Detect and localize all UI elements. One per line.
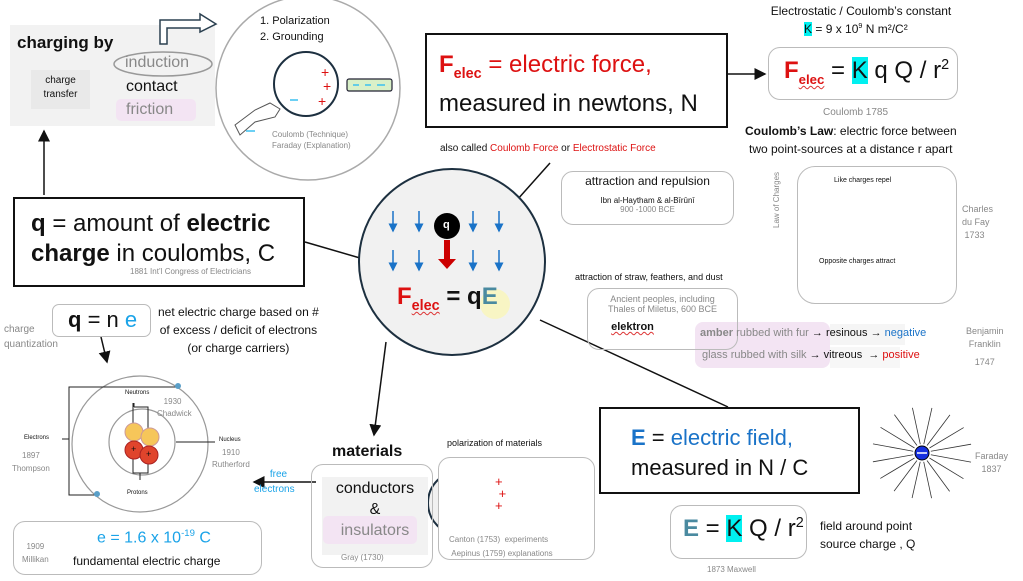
- nucleus-label: Nucleus: [219, 437, 241, 443]
- polarization-box: [438, 457, 595, 560]
- plus-icon: +: [846, 195, 854, 209]
- law-of-charges-label: Law of Charges: [772, 171, 781, 228]
- field-formula-box: E = K Q / r2: [670, 505, 807, 559]
- polarization-credits: Canton (1753) experiments Aepinus (1759)…: [449, 535, 553, 558]
- also-called-text: also called Coulomb Force or Electrostat…: [440, 143, 656, 154]
- coulomb-source: Coulomb 1785: [823, 107, 889, 118]
- force-definition-box: Felec = electric force,measured in newto…: [425, 33, 728, 128]
- field-line: [894, 414, 918, 446]
- elementary-charge-formula: e = 1.6 x 10-19 C: [97, 528, 211, 547]
- minus-icon: −: [924, 279, 932, 293]
- electrons-label: Electrons: [24, 435, 50, 441]
- plus-sign: +: [323, 78, 332, 94]
- force-arrow: [438, 240, 456, 269]
- bent-arrow-icon: [159, 12, 218, 45]
- minus-icon: −: [896, 231, 904, 245]
- quantization-box: q = n e: [52, 304, 151, 337]
- glass-row: glass rubbed with silk → vitreous → posi…: [702, 349, 920, 361]
- charging-contact[interactable]: contact: [126, 78, 178, 95]
- charge-transfer-label: charge transfer: [43, 75, 78, 100]
- field-definition-box: E = electric field,measured in N / C: [599, 407, 860, 494]
- field-line: [893, 460, 918, 492]
- charging-induction[interactable]: induction: [125, 54, 190, 71]
- test-charge-label: q: [443, 219, 450, 231]
- charging-title: charging by: [17, 33, 114, 52]
- atom-diagram: [62, 375, 215, 513]
- amber-row: amber rubbed with fur → resinous → negat…: [700, 327, 927, 339]
- field-line: [930, 443, 972, 452]
- center-formula: Felec = qE: [397, 283, 498, 314]
- coulomb-law-line2: two point-sources at a distance r apart: [749, 142, 953, 156]
- protons-label: Protons: [127, 490, 148, 496]
- elementary-charge-label: fundamental electric charge: [73, 554, 221, 568]
- materials-list: conductors&insulators: [335, 480, 415, 539]
- field-line: [929, 427, 964, 449]
- plus-icon: +: [818, 279, 826, 293]
- field-line: [923, 461, 932, 499]
- plus-sign: +: [318, 93, 327, 109]
- quantization-description: net electric charge based on #of excess …: [158, 305, 319, 355]
- field-line: [930, 454, 972, 463]
- field-line: [911, 461, 921, 499]
- field-line: [926, 414, 951, 446]
- constant-value: K = 9 x 109 N m²/C²: [804, 21, 908, 36]
- induction-credit-2: Faraday (Explanation): [272, 141, 351, 150]
- field-line: [880, 457, 915, 479]
- coulomb-law-line1: Coulomb’s Law: electric force between: [745, 124, 957, 138]
- charging-friction[interactable]: friction: [126, 101, 174, 118]
- induction-ellipse: [113, 51, 213, 77]
- field-line: [880, 426, 915, 449]
- constant-title: Electrostatic / Coulomb’s constant: [770, 4, 952, 18]
- plus-icon: +: [896, 195, 904, 209]
- law-of-charges-box: Like charges repel Opposite charges attr…: [797, 166, 957, 304]
- polarization-title: polarization of materials: [447, 438, 543, 448]
- field-line: [923, 407, 933, 445]
- gray-credit: Gray (1730): [341, 553, 384, 562]
- ancient-heading: attraction of straw, feathers, and dust: [575, 272, 723, 282]
- test-charge: [434, 213, 460, 239]
- proton-plus: +: [146, 449, 152, 459]
- plus-signs: + ++: [495, 474, 507, 513]
- induction-credit-1: Coulomb (Technique): [272, 130, 349, 139]
- field-line: [929, 457, 964, 480]
- proton-plus: +: [131, 444, 137, 454]
- charge-definition-source: 1881 Int’l Congress of Electricians: [130, 267, 251, 276]
- materials-title: materials: [332, 443, 403, 460]
- minus-icon: −: [846, 231, 854, 245]
- maxwell-credit: 1873 Maxwell: [707, 565, 756, 574]
- hand-icon: [234, 102, 281, 136]
- neutrons-label: Neutrons: [125, 390, 150, 396]
- faraday-field-lines: [872, 407, 972, 499]
- plus-sign: +: [321, 64, 330, 80]
- field-line: [872, 443, 914, 452]
- materials-box: [311, 464, 433, 568]
- coulomb-formula-box: Felec = K q Q / r2: [768, 47, 958, 100]
- step-grounding: 2. Grounding: [260, 31, 324, 43]
- step-polarization: 1. Polarization: [260, 15, 330, 27]
- elementary-charge-box: e = 1.6 x 10-19 C fundamental electric c…: [13, 521, 262, 575]
- field-line: [926, 460, 950, 492]
- field-line: [872, 454, 914, 463]
- field-line: [912, 407, 921, 445]
